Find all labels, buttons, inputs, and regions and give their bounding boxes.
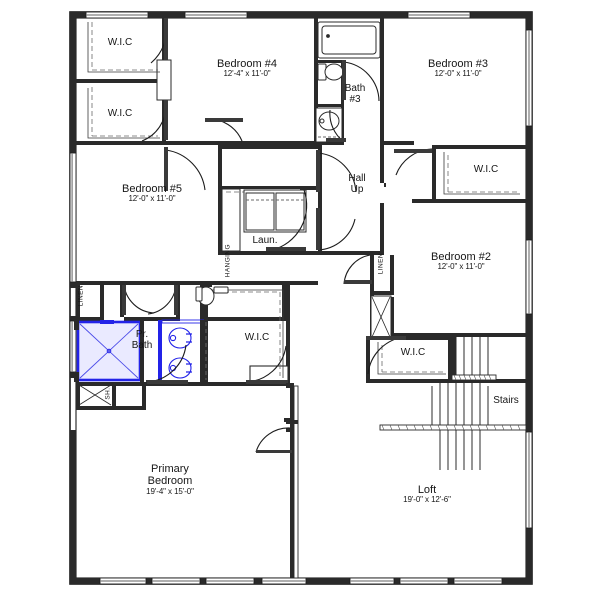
closet-hatch-bedroom2: [371, 296, 391, 338]
interior-thin-lines: [87, 22, 520, 378]
toilet-primary-bath: [195, 286, 229, 306]
bathtub-bath3: [317, 21, 381, 59]
exterior-windows: [69, 11, 533, 585]
plumbing-fixtures: [168, 21, 381, 380]
exterior-walls: [69, 11, 533, 585]
double-vanity-primary: [168, 327, 192, 379]
stairs-run: [379, 337, 527, 470]
toilet-bath3: [317, 63, 344, 81]
primary-shower-highlight: [76, 320, 142, 382]
washer-dryer-laundry: [243, 189, 307, 233]
closet-hatch-lower-left: [78, 384, 112, 406]
wall-detail-nubs: [133, 18, 384, 422]
door-leaves: [122, 18, 432, 453]
